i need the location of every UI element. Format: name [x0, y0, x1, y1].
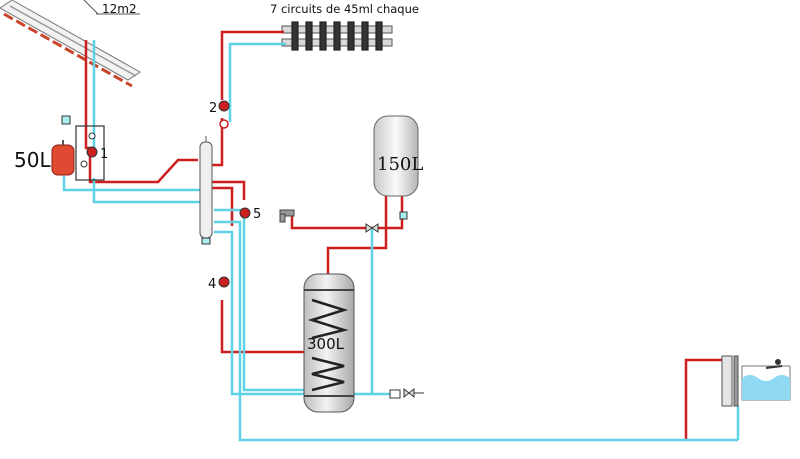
tank-150-label: 150L [377, 154, 423, 175]
pump-5: 5 [239, 207, 261, 222]
pump-2-label: 2 [209, 101, 217, 116]
solar-collector: 12m2 [0, 0, 141, 88]
water-heater-150l: 150L [373, 115, 423, 220]
pump-1-label: 1 [100, 147, 108, 162]
expansion-tank-label: 50L [14, 148, 51, 172]
inlet-valve-icon [389, 387, 424, 399]
swimming-pool [741, 359, 791, 401]
buffer-tank-300l: 300L [303, 273, 355, 413]
pump-4-label: 4 [208, 277, 216, 292]
solar-station: 1 [61, 115, 108, 181]
floor-heating-manifold: 7 circuits de 45ml chaque [270, 2, 419, 51]
pump-5-label: 5 [253, 207, 261, 222]
panel-area-label: 12m2 [102, 2, 137, 16]
cold-pipes [62, 40, 740, 442]
hydraulic-separator [199, 136, 213, 245]
mixing-valve-icon [365, 223, 379, 233]
pool-heat-exchanger [721, 355, 739, 407]
circuits-label: 7 circuits de 45ml chaque [270, 2, 419, 16]
hot-pipes [84, 30, 730, 440]
pump-4: 4 [208, 276, 230, 292]
expansion-tank: 50L [14, 140, 75, 176]
faucet-icon [279, 209, 295, 223]
pump-2: 2 [209, 100, 230, 129]
tank-300-label: 300L [307, 335, 345, 353]
